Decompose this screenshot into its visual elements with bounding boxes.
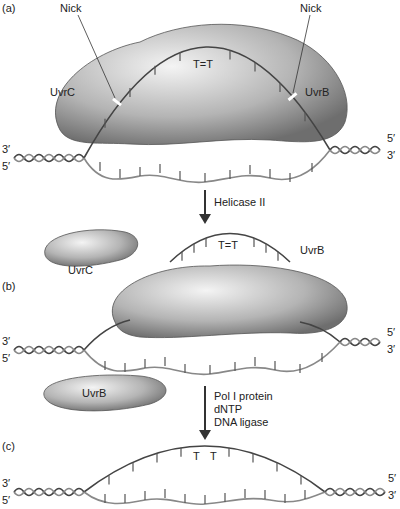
diagram-label: UvrB — [82, 387, 106, 400]
dna-strand — [84, 320, 130, 350]
dna-helix — [14, 47, 380, 182]
process-arrow — [204, 386, 206, 432]
dna-helix — [14, 446, 385, 504]
diagram-label: 3′ — [2, 335, 10, 348]
diagram-label: (c) — [2, 440, 15, 453]
diagram-label: 5′ — [387, 326, 395, 339]
dna-helix — [14, 320, 380, 374]
diagram-label: 5′ — [387, 132, 395, 145]
uvrb-protein-blob — [44, 375, 166, 411]
diagram-label: (a) — [2, 2, 15, 15]
dna-strand — [84, 342, 340, 374]
dna-strand — [84, 446, 325, 492]
diagram-label: T — [210, 450, 217, 463]
dna-strand — [340, 339, 380, 346]
diagram-label: 5′ — [2, 494, 10, 507]
dna-strand — [14, 489, 84, 496]
base-ticks — [109, 448, 301, 485]
diagram-label: 5′ — [388, 472, 396, 485]
dna-strand — [14, 347, 84, 354]
diagram-label: 3′ — [387, 343, 395, 356]
base-ticks — [100, 162, 312, 182]
dna-strand — [14, 489, 84, 496]
nick-gap — [113, 93, 297, 105]
base-ticks — [182, 238, 278, 261]
diagram-label: 3′ — [387, 149, 395, 162]
arrow-head — [199, 214, 211, 224]
dna-strand — [340, 339, 380, 346]
leader-line — [78, 15, 310, 98]
diagram-label: DNA ligase — [214, 416, 268, 429]
base-ticks — [105, 51, 305, 128]
uvr-protein-blob — [55, 24, 347, 144]
dna-strand — [14, 347, 84, 354]
dna-strand — [300, 322, 340, 342]
dna-strand — [330, 147, 380, 154]
base-ticks — [105, 353, 322, 374]
diagram-label: Nick — [60, 2, 81, 15]
diagram-label: UvrB — [300, 244, 324, 257]
diagram-label: T — [193, 450, 200, 463]
dna-strand — [84, 150, 330, 182]
dna-strand — [325, 489, 385, 496]
excised-oligo — [170, 234, 290, 263]
diagram-label: T=T — [218, 239, 238, 252]
diagram-label: 3′ — [2, 143, 10, 156]
dna-strand — [14, 155, 84, 162]
uvrc-protein-blob — [45, 230, 138, 266]
diagram-label: UvrC — [68, 264, 93, 277]
arrow-head — [199, 430, 211, 440]
uvrb-protein-blob — [112, 265, 347, 338]
base-ticks — [105, 489, 305, 504]
diagram-label: dNTP — [214, 403, 242, 416]
diagram-label: UvrB — [305, 86, 329, 99]
diagram-label: UvrC — [50, 86, 75, 99]
diagram-label: Nick — [300, 2, 321, 15]
diagram-label: Pol I protein — [214, 390, 273, 403]
diagram-label: 5′ — [2, 352, 10, 365]
process-arrow — [204, 190, 206, 216]
dna-strand — [84, 47, 330, 158]
diagram-label: (b) — [2, 280, 15, 293]
dna-strand — [330, 147, 380, 154]
diagram-label: T=T — [193, 58, 213, 71]
dna-strand — [14, 155, 84, 162]
dna-strand — [325, 489, 385, 496]
diagram-label: 5′ — [2, 160, 10, 173]
diagram-label: Helicase II — [214, 196, 265, 209]
diagram-label: 3′ — [388, 489, 396, 502]
diagram-label: 3′ — [2, 477, 10, 490]
